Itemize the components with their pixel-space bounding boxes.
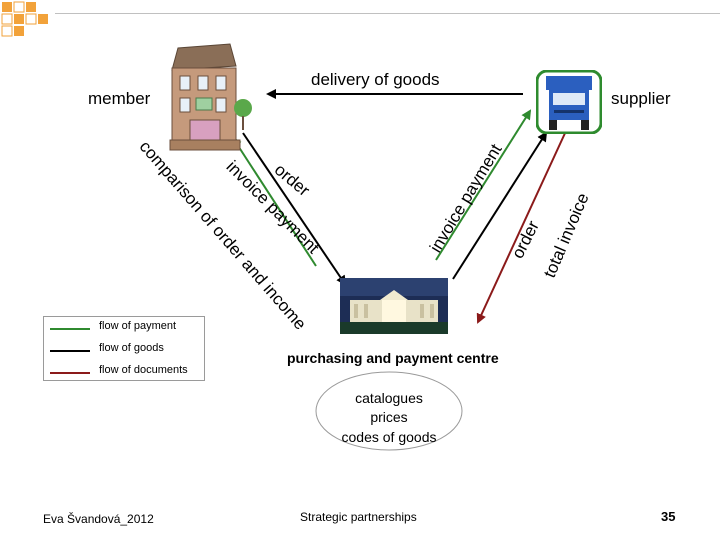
truck-icon: [536, 70, 602, 134]
decorative-squares: [1, 1, 48, 37]
page-number: 35: [661, 509, 676, 524]
catalogue-circle: [315, 371, 463, 451]
delivery-of-goods-label: delivery of goods: [311, 70, 440, 89]
legend: flow of payment flow of goods flow of do…: [43, 316, 205, 381]
member-label: member: [88, 89, 151, 108]
arrow-payment-centre-member: [231, 136, 317, 267]
circle-line-codes: codes of goods: [341, 429, 437, 445]
arrow-invoice-supplier-centre: [476, 130, 567, 324]
building-icon: [169, 43, 252, 151]
legend-label-documents: flow of documents: [99, 364, 188, 376]
top-rule: [55, 13, 720, 14]
legend-line-payment: [50, 328, 90, 330]
supplier-label: supplier: [611, 89, 671, 108]
legend-line-documents: [50, 372, 90, 374]
legend-label-goods: flow of goods: [99, 342, 164, 354]
footer-title: Strategic partnerships: [300, 510, 417, 524]
footer-author: Eva Švandová_2012: [43, 512, 154, 526]
arrow-order-member-centre: [242, 132, 347, 286]
legend-label-payment: flow of payment: [99, 320, 177, 332]
circle-line-catalogues: catalogues: [355, 390, 423, 406]
white-house-icon: [340, 278, 448, 334]
arrow-payment-centre-supplier: [435, 109, 532, 261]
centre-label: purchasing and payment centre: [287, 350, 499, 366]
circle-line-prices: prices: [370, 409, 408, 425]
legend-line-goods: [50, 350, 90, 352]
arrow-order-centre-supplier: [452, 131, 548, 280]
